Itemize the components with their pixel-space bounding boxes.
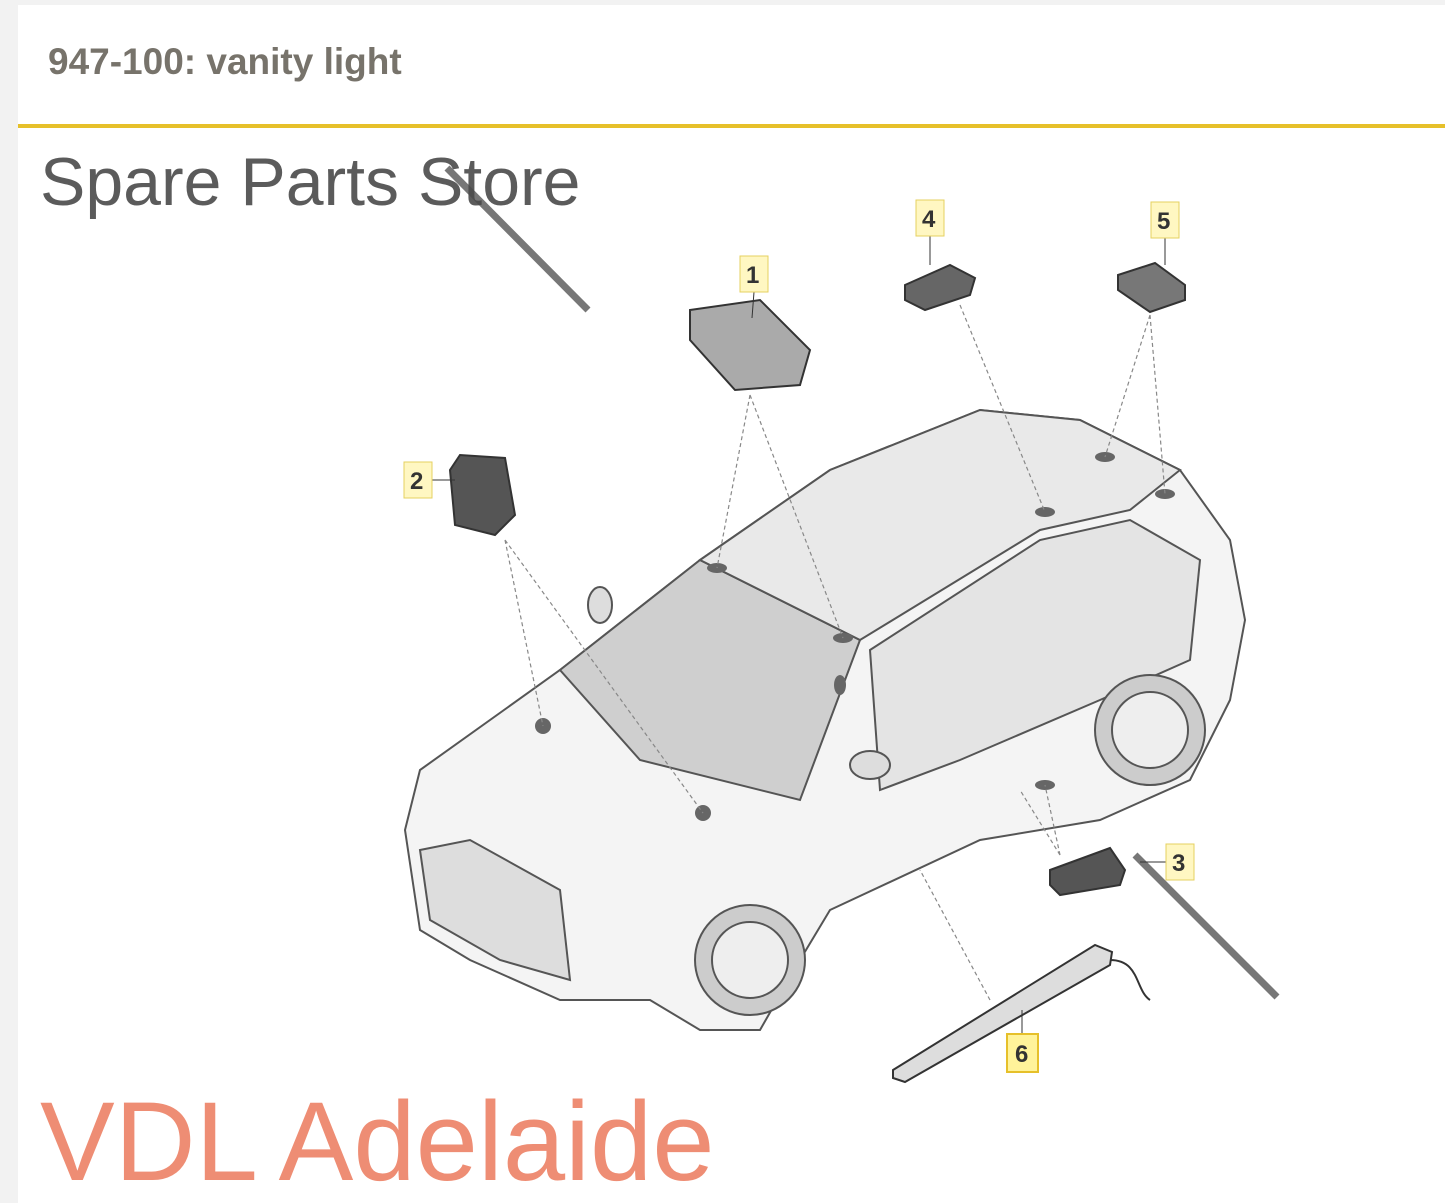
- svg-text:5: 5: [1157, 208, 1170, 235]
- callout-5[interactable]: 5: [1150, 201, 1180, 265]
- watermark-line1: VDL Adelaide: [40, 1079, 715, 1203]
- svg-text:6: 6: [1015, 1041, 1028, 1068]
- part-5-lamp: [1117, 261, 1186, 314]
- part-3-lamp: [1049, 846, 1127, 897]
- part-6-wire: [1109, 959, 1151, 1001]
- svg-text:3: 3: [1172, 850, 1185, 877]
- part-6-sill-panel: [892, 943, 1114, 1084]
- svg-text:4: 4: [922, 206, 936, 233]
- callout-3[interactable]: 3: [1140, 843, 1195, 881]
- callout-1[interactable]: 1: [739, 255, 769, 319]
- svg-text:1: 1: [746, 262, 759, 289]
- watermark-slash: [1132, 852, 1280, 1000]
- svg-text:2: 2: [410, 468, 423, 495]
- header-divider: [18, 124, 1445, 128]
- car-illustration: [403, 408, 1247, 1031]
- callout-2[interactable]: 2: [403, 461, 455, 499]
- leader-lines: [504, 304, 1166, 1001]
- part-2-switch: [448, 453, 517, 537]
- part-4-lamp: [904, 263, 977, 312]
- watermark-line2: Spare Parts Store: [40, 144, 580, 220]
- parts: [448, 261, 1186, 1084]
- callout-6[interactable]: 6: [1006, 1010, 1039, 1073]
- watermark-slash: [444, 165, 591, 313]
- part-1-vanity-light: [689, 298, 812, 392]
- callout-4[interactable]: 4: [915, 199, 945, 265]
- page-title: 947-100: vanity light: [48, 41, 402, 82]
